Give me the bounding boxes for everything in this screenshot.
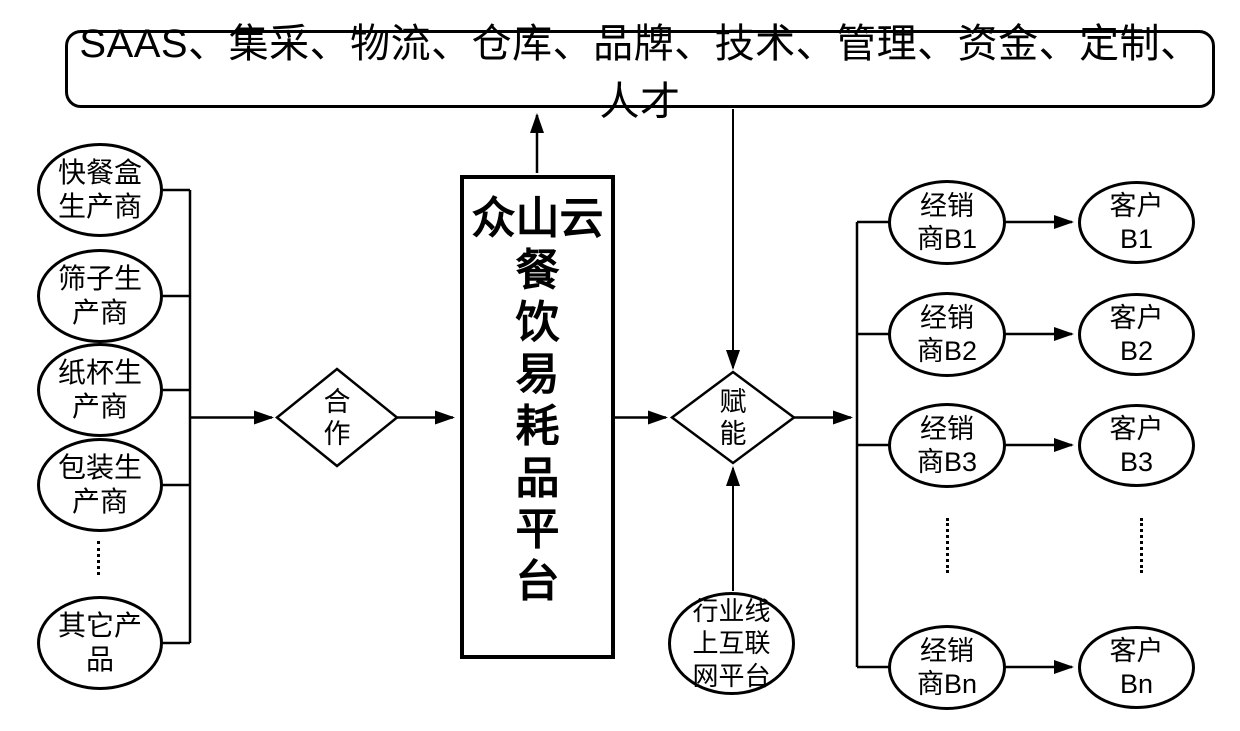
- services-banner: SAAS、集采、物流、仓库、品牌、技术、管理、资金、定制、人才: [65, 22, 1215, 124]
- customer-ellipse-b2: 客户 B2: [1078, 293, 1195, 376]
- supplier-ellipse-other: 其它产 品: [37, 596, 163, 690]
- empowerment-diamond: [669, 370, 797, 465]
- vertical-ellipsis-icon: [1140, 518, 1143, 573]
- cooperation-diamond-label: 合 作: [323, 386, 351, 449]
- supplier-ellipse-sieve: 筛子生 产商: [37, 249, 163, 343]
- cooperation-diamond: [275, 367, 399, 468]
- customer-ellipse-bn: 客户 Bn: [1078, 626, 1195, 709]
- customer-ellipse-b1: 客户 B1: [1078, 181, 1195, 264]
- vertical-ellipsis-icon: [946, 518, 949, 573]
- platform-box: 众山云 餐 饮 易 耗 品 平 台: [460, 175, 615, 659]
- customer-ellipse-b3: 客户 B3: [1078, 404, 1195, 487]
- dealer-ellipse-b2: 经销 商B2: [888, 292, 1006, 377]
- vertical-ellipsis-icon: [97, 541, 100, 575]
- industry-platform-ellipse: 行业线 上互联 网平台: [668, 592, 795, 695]
- supplier-ellipse-lunchbox: 快餐盒 生产商: [37, 143, 163, 237]
- supplier-ellipse-papercup: 纸杯生 产商: [37, 343, 163, 437]
- dealer-ellipse-b1: 经销 商B1: [888, 180, 1006, 265]
- dealer-ellipse-b3: 经销 商B3: [888, 403, 1006, 488]
- empowerment-diamond-label: 赋 能: [719, 386, 747, 449]
- supplier-ellipse-packaging: 包装生 产商: [37, 438, 163, 532]
- dealer-ellipse-bn: 经销 商Bn: [888, 625, 1006, 710]
